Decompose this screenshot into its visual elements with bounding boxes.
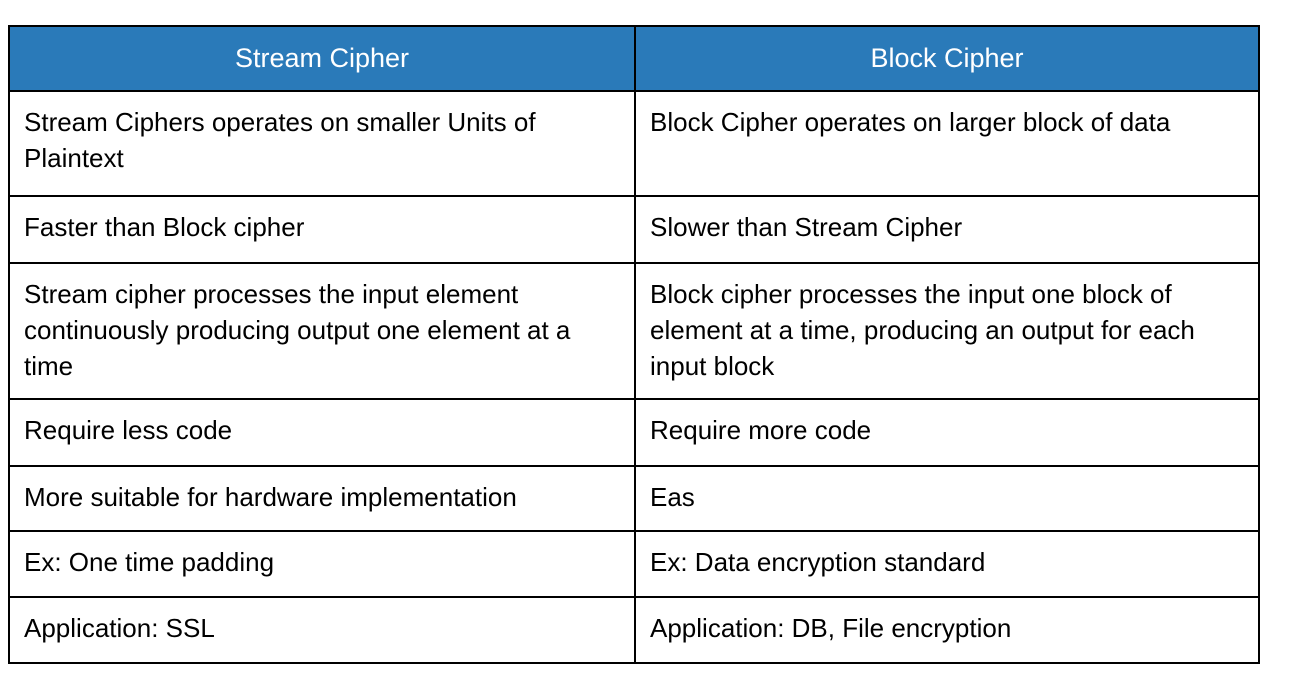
cell-block-cipher-6: Application: DB, File encryption — [634, 596, 1260, 664]
cell-block-cipher-4: Eas — [634, 465, 1260, 532]
table-row: Application: SSL Application: DB, File e… — [8, 596, 1260, 664]
stream-vs-block-cipher-table: Stream Cipher Block Cipher Stream Cipher… — [8, 25, 1260, 664]
cell-block-cipher-5: Ex: Data encryption standard — [634, 530, 1260, 598]
cell-stream-cipher-4: More suitable for hardware implementatio… — [8, 465, 636, 532]
table-row: Faster than Block cipher Slower than Str… — [8, 195, 1260, 264]
table-header-row: Stream Cipher Block Cipher — [8, 25, 1260, 92]
table-row: Ex: One time padding Ex: Data encryption… — [8, 530, 1260, 598]
column-header-block-cipher: Block Cipher — [634, 25, 1260, 92]
cell-stream-cipher-5: Ex: One time padding — [8, 530, 636, 598]
table-row: Require less code Require more code — [8, 398, 1260, 467]
table-row: Stream Ciphers operates on smaller Units… — [8, 90, 1260, 197]
cell-stream-cipher-3: Require less code — [8, 398, 636, 467]
cell-block-cipher-1: Slower than Stream Cipher — [634, 195, 1260, 264]
cell-stream-cipher-1: Faster than Block cipher — [8, 195, 636, 264]
cell-stream-cipher-2: Stream cipher processes the input elemen… — [8, 262, 636, 400]
cell-block-cipher-2: Block cipher processes the input one blo… — [634, 262, 1260, 400]
cell-stream-cipher-6: Application: SSL — [8, 596, 636, 664]
table-row: More suitable for hardware implementatio… — [8, 465, 1260, 532]
table-body: Stream Ciphers operates on smaller Units… — [8, 90, 1260, 664]
comparison-table-container: Stream Cipher Block Cipher Stream Cipher… — [8, 25, 1260, 664]
cell-block-cipher-0: Block Cipher operates on larger block of… — [634, 90, 1260, 197]
cell-block-cipher-3: Require more code — [634, 398, 1260, 467]
table-header: Stream Cipher Block Cipher — [8, 25, 1260, 92]
table-row: Stream cipher processes the input elemen… — [8, 262, 1260, 400]
cell-stream-cipher-0: Stream Ciphers operates on smaller Units… — [8, 90, 636, 197]
column-header-stream-cipher: Stream Cipher — [8, 25, 636, 92]
